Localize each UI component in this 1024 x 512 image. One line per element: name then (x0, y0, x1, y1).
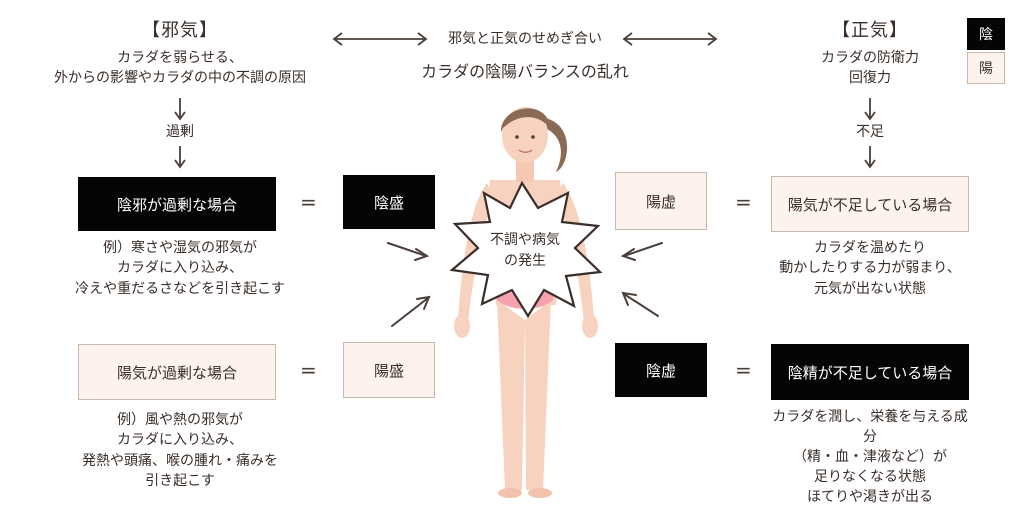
desc-line: 例）風や熱の邪気が (117, 412, 243, 428)
burst-shape (449, 180, 603, 319)
jaki-desc-line: カラダを弱らせる、 (117, 50, 243, 66)
yin-deficiency-result: 陰虚 (615, 343, 707, 397)
desc-line: カラダを潤し、栄養を与える成 (772, 409, 968, 425)
desc-line: 動かしたりする力が弱まり、 (779, 260, 961, 277)
desc-line: 発熱や頭痛、喉の腫れ・痛みを (82, 452, 278, 469)
desc-line: 例）寒さや湿気の邪気が (103, 240, 257, 256)
burst-text: 不調や病気 の発生 (470, 230, 580, 272)
equals-sign: = (300, 190, 317, 214)
desc-line: カラダを温めたり (814, 240, 926, 256)
jaki-description: カラダを弱らせる、 外からの影響やカラダの中の不調の原因 (20, 48, 340, 89)
jaki-title: 【邪気】 (142, 20, 218, 41)
double-arrow-right (622, 32, 718, 46)
double-arrow-left (332, 32, 428, 46)
struggle-label: 邪気と正気のせめぎ合い (448, 31, 602, 47)
equals-sign: = (735, 358, 752, 382)
burst-line: 不調や病気 (490, 232, 560, 248)
yang-deficiency-box: 陽気が不足している場合 (771, 176, 969, 232)
yin-deficiency-box: 陰精が不足している場合 (771, 344, 969, 400)
legend-yang: 陽 (967, 52, 1005, 84)
desc-line: 足りなくなる状態 (814, 468, 926, 485)
excess-label: 過剰 (166, 124, 194, 140)
legend-yin: 陰 (967, 18, 1005, 50)
jaki-desc-line: 外からの影響やカラダの中の不調の原因 (54, 70, 306, 87)
yang-excess-result: 陽盛 (343, 342, 435, 398)
equals-sign: = (300, 358, 317, 382)
yang-deficiency-description: カラダを温めたり 動かしたりする力が弱まり、 元気が出ない状態 (730, 238, 1010, 299)
yin-excess-description: 例）寒さや湿気の邪気が カラダに入り込み、 冷えや重だるさなどを引き起こす (20, 238, 340, 299)
down-arrow-left (174, 98, 186, 169)
imbalance-label: カラダの陰陽バランスの乱れ (421, 62, 629, 81)
yin-excess-result: 陰盛 (343, 175, 435, 229)
seiki-desc-line: 回復力 (849, 70, 891, 87)
desc-line: 分 (863, 428, 877, 445)
desc-line: 元気が出ない状態 (814, 280, 926, 297)
desc-line: 引き起こす (145, 472, 215, 489)
yang-deficiency-result: 陽虚 (615, 172, 707, 230)
seiki-desc-line: カラダの防衛力 (821, 50, 919, 66)
desc-line: カラダに入り込み、 (117, 432, 243, 449)
desc-line: カラダに入り込み、 (117, 260, 243, 277)
deficiency-label: 不足 (856, 124, 884, 140)
yang-excess-description: 例）風や熱の邪気が カラダに入り込み、 発熱や頭痛、喉の腫れ・痛みを 引き起こす (40, 410, 320, 491)
yin-excess-box: 陰邪が過剰な場合 (78, 177, 276, 231)
yin-deficiency-description: カラダを潤し、栄養を与える成 分 （精・血・津液など）が 足りなくなる状態 ほて… (740, 408, 1000, 507)
burst-line: の発生 (504, 253, 546, 269)
pointer-arrows (387, 242, 663, 327)
desc-line: ほてりや渇きが出る (807, 488, 933, 505)
seiki-title: 【正気】 (832, 20, 908, 41)
seiki-description: カラダの防衛力 回復力 (780, 48, 960, 89)
desc-line: （精・血・津液など）が (793, 448, 947, 465)
equals-sign: = (735, 190, 752, 214)
desc-line: 冷えや重だるさなどを引き起こす (75, 280, 285, 297)
down-arrow-right (864, 98, 876, 169)
yang-excess-box: 陽気が過剰な場合 (78, 344, 276, 400)
